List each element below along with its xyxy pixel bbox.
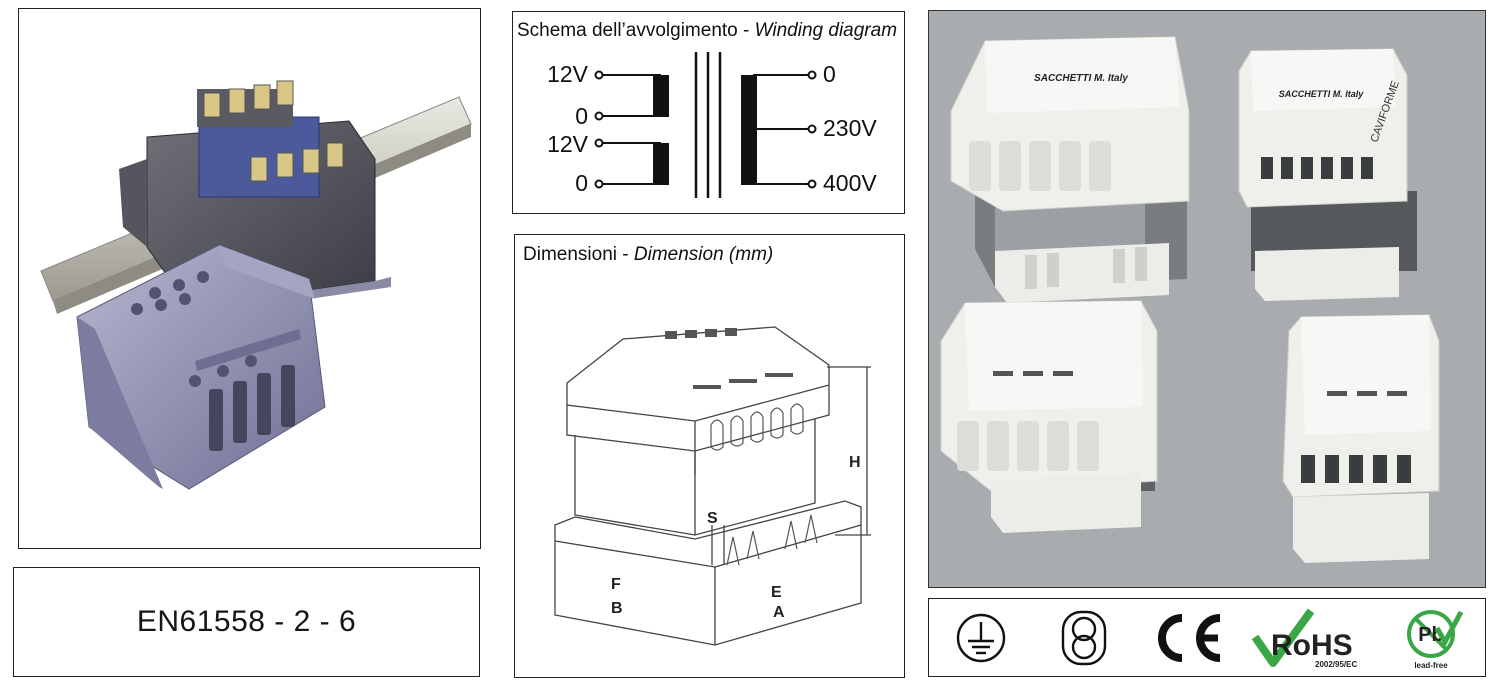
transformer-photo-2: SACCHETTI M. Italy CAVIFORME (1238, 48, 1417, 301)
primary-terminal-1: 0 (823, 61, 836, 87)
secondary-terminal-3: 12V (547, 131, 589, 157)
winding-caption: Schema dell’avvolgimento - Winding diagr… (517, 20, 897, 42)
standard-code: EN61558 - 2 - 6 (136, 605, 357, 638)
dim-label-s: S (707, 510, 718, 527)
ce-mark-icon (1147, 607, 1227, 669)
earth-ground-icon (941, 607, 1021, 669)
transformer-photo-3 (940, 300, 1158, 533)
dim-label-b: B (611, 600, 623, 617)
dim-label-e: E (771, 584, 782, 601)
dimension-caption-it: Dimensioni - (523, 244, 634, 265)
dimension-panel: Dimensioni - Dimension (mm) (514, 234, 905, 678)
standard-panel: EN61558 - 2 - 6 (13, 567, 480, 677)
secondary-terminal-4: 0 (575, 170, 588, 196)
dimension-caption: Dimensioni - Dimension (mm) (523, 244, 773, 266)
winding-caption-en: Winding diagram (754, 20, 898, 41)
pb-subtext: lead-free (1415, 661, 1449, 670)
secondary-terminal-1: 12V (547, 61, 589, 87)
dimension-drawing: H S F B E A (554, 326, 871, 646)
din-rail-illustration (40, 80, 472, 490)
secondary-terminal-2: 0 (575, 103, 588, 129)
primary-terminal-2: 230V (823, 115, 877, 141)
photo-brand-1: SACCHETTI M. Italy (1034, 73, 1128, 84)
dim-label-h: H (849, 454, 861, 471)
photo-brand-2: SACCHETTI M. Italy (1279, 89, 1365, 99)
transformer-photo-4 (1282, 314, 1440, 563)
winding-caption-it: Schema dell’avvolgimento - (517, 20, 755, 41)
safety-transformer-icon (1044, 607, 1124, 669)
dimension-caption-en: Dimension (mm) (633, 244, 774, 265)
dim-label-f: F (611, 576, 621, 593)
dim-label-a: A (773, 604, 785, 621)
primary-terminal-3: 400V (823, 170, 877, 196)
rohs-text: RoHS (1271, 629, 1353, 662)
product-photo: SACCHETTI M. Italy SACCHETTI M. Italy CA… (929, 11, 1485, 587)
din-rail-illustration-panel (18, 8, 481, 549)
product-photo-panel: SACCHETTI M. Italy SACCHETTI M. Italy CA… (928, 10, 1486, 588)
rohs-subtext: 2002/95/EC (1315, 660, 1357, 669)
rohs-icon: RoHS 2002/95/EC (1250, 607, 1370, 669)
transformer-photo-1: SACCHETTI M. Italy (950, 36, 1190, 303)
winding-diagram-panel: Schema dell’avvolgimento - Winding diagr… (512, 11, 905, 214)
certifications-panel: RoHS 2002/95/EC Pb lead-free (928, 598, 1486, 677)
winding-diagram: 12V 0 12V 0 0 230V 400V (547, 52, 877, 198)
lead-free-icon: Pb lead-free (1393, 607, 1473, 670)
